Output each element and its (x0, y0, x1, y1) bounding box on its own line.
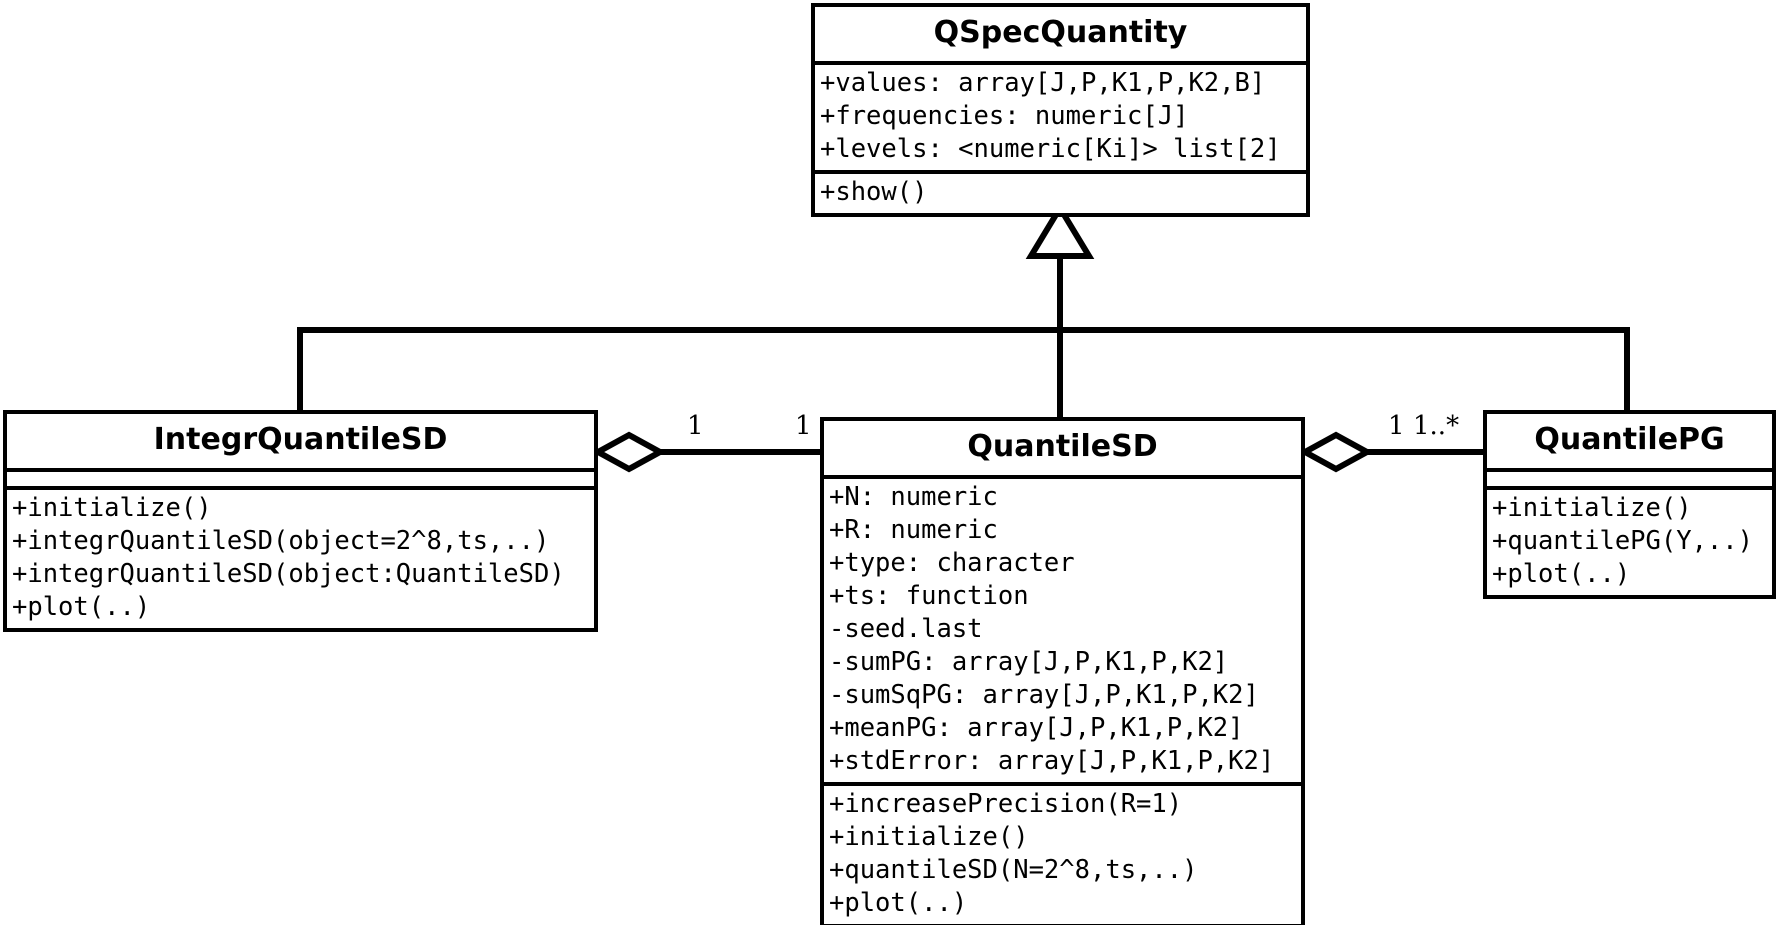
methods-compartment-qspecquantity: +show() (815, 170, 1306, 213)
class-name-quantilepg: QuantilePG (1534, 422, 1725, 457)
attribute-item: +R: numeric (829, 515, 998, 545)
attribute-item: +values: array[J,P,K1,P,K2,B] (820, 68, 1266, 98)
attribute-item: +meanPG: array[J,P,K1,P,K2] (829, 713, 1244, 743)
method-item: +initialize() (12, 493, 212, 523)
attributes-compartment-quantilesd: +N: numeric +R: numeric +type: character… (824, 475, 1301, 782)
class-name-quantilesd: QuantileSD (967, 429, 1158, 464)
multiplicity-label-quantilesd-right-end: 1 (1388, 411, 1405, 441)
method-item: +integrQuantileSD(object=2^8,ts,..) (12, 526, 550, 556)
attribute-item: +ts: function (829, 581, 1029, 611)
method-item: +increasePrecision(R=1) (829, 789, 1183, 819)
method-item: +quantileSD(N=2^8,ts,..) (829, 855, 1198, 885)
method-item: +plot(..) (1492, 559, 1631, 589)
attribute-item: +stdError: array[J,P,K1,P,K2] (829, 746, 1275, 776)
class-box-quantilesd[interactable]: QuantileSD +N: numeric +R: numeric +type… (820, 417, 1305, 925)
attributes-compartment-quantilepg (1487, 468, 1772, 486)
method-item: +integrQuantileSD(object:QuantileSD) (12, 559, 565, 589)
attribute-item: +levels: <numeric[Ki]> list[2] (820, 134, 1281, 164)
method-item: +show() (820, 177, 928, 207)
class-box-qspecquantity[interactable]: QSpecQuantity +values: array[J,P,K1,P,K2… (811, 3, 1310, 217)
attribute-item: -sumSqPG: array[J,P,K1,P,K2] (829, 680, 1259, 710)
method-item: +quantilePG(Y,..) (1492, 526, 1753, 556)
class-box-integrquantilesd[interactable]: IntegrQuantileSD +initialize() +integrQu… (3, 410, 598, 632)
methods-compartment-quantilesd: +increasePrecision(R=1) +initialize() +q… (824, 782, 1301, 924)
class-box-quantilepg[interactable]: QuantilePG +initialize() +quantilePG(Y,.… (1483, 410, 1776, 599)
attribute-item: +type: character (829, 548, 1075, 578)
multiplicity-label-integrquantilesd-end: 1 (687, 411, 704, 441)
methods-compartment-integrquantilesd: +initialize() +integrQuantileSD(object=2… (7, 486, 594, 628)
generalization-edge (297, 202, 1630, 419)
class-name-integrquantilesd: IntegrQuantileSD (153, 422, 448, 457)
aggregation-edge-integrquantilesd-quantilesd (591, 431, 820, 473)
multiplicity-label-quantilepg-end: 1..* (1413, 411, 1460, 441)
attribute-item: -seed.last (829, 614, 983, 644)
attributes-compartment-integrquantilesd (7, 468, 594, 486)
attribute-item: +N: numeric (829, 482, 998, 512)
attribute-item: -sumPG: array[J,P,K1,P,K2] (829, 647, 1229, 677)
method-item: +initialize() (1492, 493, 1692, 523)
multiplicity-label-quantilesd-left-end: 1 (795, 411, 812, 441)
method-item: +initialize() (829, 822, 1029, 852)
method-item: +plot(..) (12, 592, 151, 622)
methods-compartment-quantilepg: +initialize() +quantilePG(Y,..) +plot(..… (1487, 486, 1772, 595)
method-item: +plot(..) (829, 888, 968, 918)
class-name-qspecquantity: QSpecQuantity (933, 15, 1188, 50)
attributes-compartment-qspecquantity: +values: array[J,P,K1,P,K2,B] +frequenci… (815, 61, 1306, 170)
attribute-item: +frequencies: numeric[J] (820, 101, 1189, 131)
